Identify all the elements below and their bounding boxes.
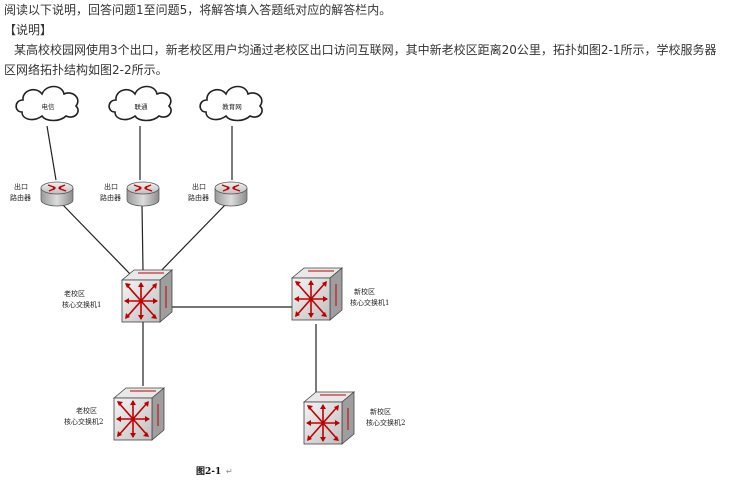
router-icon [126,181,160,207]
link-telecom-r1 [46,125,57,181]
link-r1-old1 [61,203,133,277]
switch-old1-label-line1: 老校区 [64,289,85,298]
router-1-label-line1: 出口 [14,182,28,191]
switch-new1-label-line1: 新校区 [354,287,375,296]
link-r3-old1 [155,203,227,277]
switch-icon [121,269,173,323]
exit-router-3 [214,181,248,207]
figure-caption: 图2-1 [196,466,221,477]
switch-old2-label-line2: 核心交换机2 [64,417,103,426]
exit-router-1 [40,181,74,207]
router-3-label-line2: 路由器 [188,193,209,202]
link-r2-old1 [141,204,144,271]
router-1-label-line2: 路由器 [10,193,31,202]
switch-new2-label-line2: 核心交换机2 [366,418,405,427]
old-campus-core-switch-2 [113,387,165,441]
old-campus-core-switch-1 [121,269,173,323]
router-icon [214,181,248,207]
router-2-label-line2: 路由器 [100,193,121,202]
return-mark: ↵ [226,467,233,476]
switch-new1-label-line2: 核心交换机1 [350,298,389,307]
router-2-label-line1: 出口 [104,182,118,191]
switch-old2-label-line1: 老校区 [76,406,97,415]
cloud-unicom: 联通 [108,85,172,122]
cloud-edu-label: 教育网 [222,102,242,111]
exit-router-2 [126,181,160,207]
description-text: 某高校校园网使用3个出口，新老校区用户均通过老校区出口访问互联网，其中新老校区距… [4,43,717,77]
switch-icon [291,267,343,321]
question-text: 阅读以下说明，回答问题1至问题5，将解答填入答题纸对应的解答栏内。 【说明】 某… [4,0,728,80]
cloud-edu: 教育网 [199,85,263,122]
router-3-label-line1: 出口 [192,182,206,191]
cloud-unicom-label: 联通 [135,102,149,111]
intro-text: 阅读以下说明，回答问题1至问题5，将解答填入答题纸对应的解答栏内。 [4,3,392,17]
switch-old1-label-line2: 核心交换机1 [62,300,101,309]
switch-icon [303,391,355,445]
cloud-telecom-label: 电信 [42,102,56,111]
switch-icon [113,387,165,441]
new-campus-core-switch-1 [291,267,343,321]
cloud-telecom: 电信 [15,85,79,122]
switch-new2-label-line1: 新校区 [370,407,391,416]
section-heading: 【说明】 [4,23,53,37]
new-campus-core-switch-2 [303,391,355,445]
router-icon [40,181,74,207]
